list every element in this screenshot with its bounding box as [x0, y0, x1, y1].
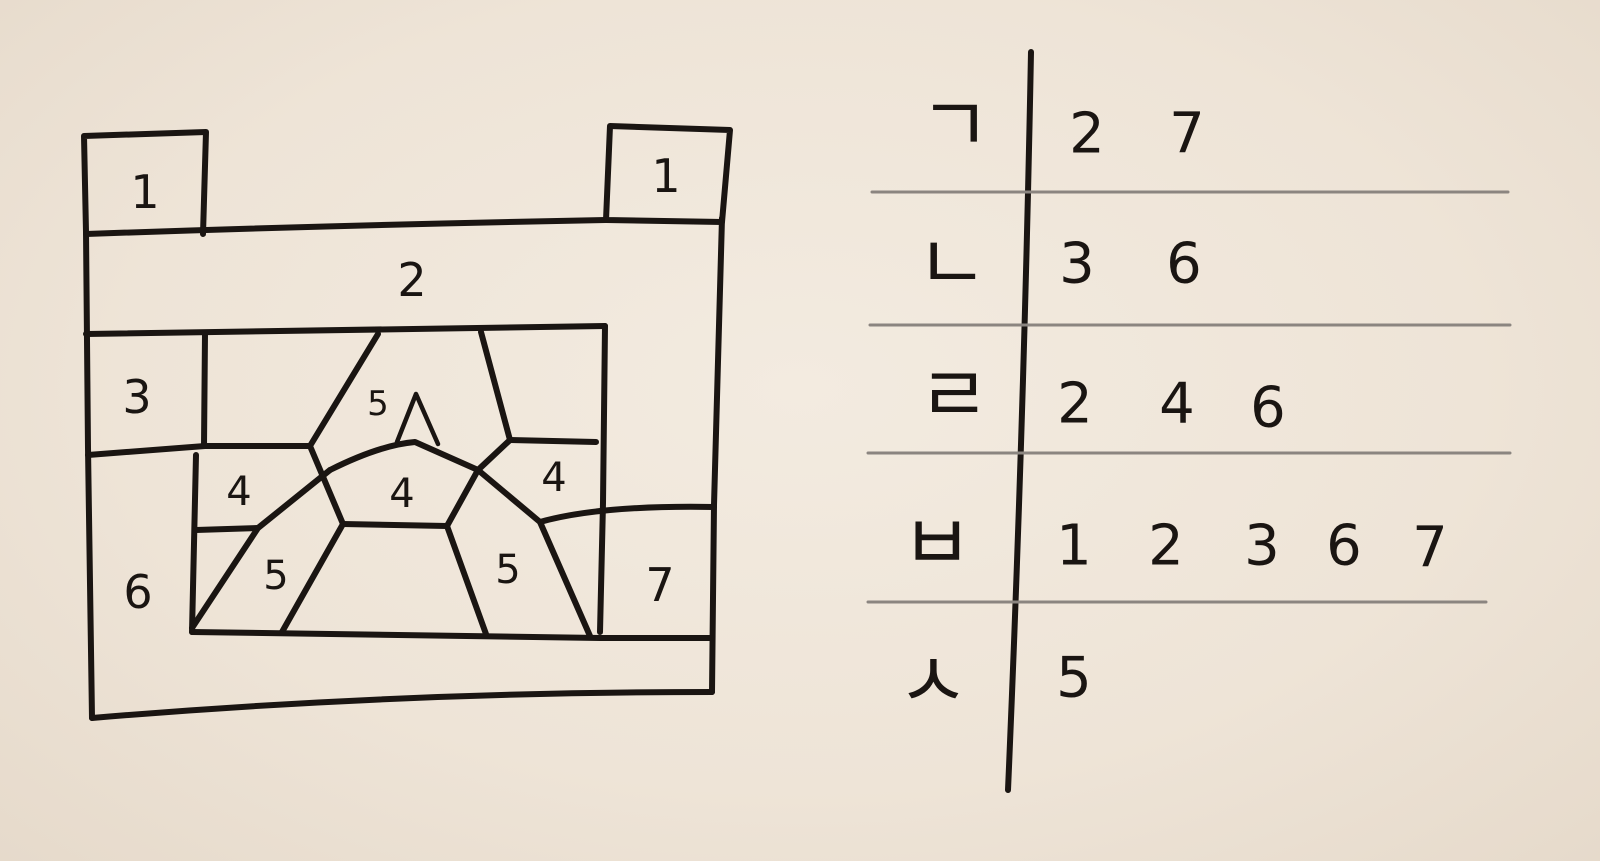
table-row: ㄱ 2 7 [919, 81, 1205, 171]
label-left-lower: 6 [123, 565, 152, 619]
label-left-upper: 3 [122, 370, 151, 424]
frame-left-edge [83, 229, 95, 721]
table-row: ㄴ 3 6 [916, 219, 1202, 309]
label-top-band: 2 [397, 253, 426, 307]
label-tower-left: 1 [130, 165, 159, 219]
a-shape-right-leg [444, 329, 513, 529]
divider-7-top [537, 503, 717, 525]
value-cell: 6 [1250, 376, 1286, 441]
value-cell: 3 [1244, 514, 1280, 579]
label-bottom-right: 5 [495, 547, 520, 593]
table-vertical-divider [1005, 49, 1034, 793]
tower-left-outline [81, 129, 209, 237]
label-right-lower: 7 [645, 558, 674, 612]
small-triangle [394, 391, 441, 447]
inner-left-wall [201, 331, 208, 449]
value-cell: 6 [1326, 514, 1362, 579]
hex-center-top [327, 439, 481, 473]
value-cell: 1 [1056, 514, 1092, 579]
value-cell: 4 [1159, 372, 1195, 437]
consonant-cell: ㅅ [897, 637, 969, 727]
slant-bottom-left [279, 521, 346, 635]
value-cell: 2 [1057, 372, 1093, 437]
table-row: ㅂ 1 2 3 6 7 [901, 499, 1448, 589]
value-cell: 5 [1056, 646, 1092, 711]
value-cell: 6 [1166, 232, 1202, 297]
value-cell: 7 [1169, 102, 1205, 167]
label-tri-top: 5 [367, 384, 389, 424]
consonant-cell: ㄱ [919, 81, 991, 171]
consonant-table: ㄱ 2 7 ㄴ 3 6 ㄹ 2 4 6 ㅂ 1 2 3 6 7 ㅅ [866, 49, 1512, 793]
region-diagram: 1 1 2 3 6 7 5 4 4 4 5 5 [81, 123, 733, 721]
inner-box-bottom [189, 629, 715, 641]
band-bottom-edge [83, 323, 608, 337]
label-hex-center: 4 [389, 471, 414, 517]
value-cell: 7 [1412, 516, 1448, 581]
value-cell: 2 [1069, 102, 1105, 167]
label-hex-right: 4 [541, 455, 566, 501]
label-tower-right: 1 [651, 149, 680, 203]
consonant-cell: ㄴ [916, 219, 988, 309]
consonant-cell: ㄹ [918, 351, 990, 441]
tower-right-outline [603, 123, 733, 225]
a-shape-left-leg [307, 331, 381, 527]
hex-center-bottom [340, 521, 450, 529]
frame-right-edge [709, 215, 725, 695]
inner-right-wall [597, 323, 608, 635]
hex-right-outline [507, 437, 599, 445]
hex-left-divider [193, 525, 261, 533]
value-cell: 2 [1148, 514, 1184, 579]
consonant-cell: ㅂ [901, 499, 973, 589]
diag-right-lower [475, 467, 593, 639]
band-top-edge [83, 217, 609, 237]
value-cell: 3 [1059, 232, 1095, 297]
inner-box-left [189, 452, 199, 635]
frame-bottom-edge [89, 689, 715, 721]
table-row: ㄹ 2 4 6 [918, 351, 1286, 441]
diag-left-lower [189, 467, 333, 631]
label-bottom-left: 5 [263, 553, 288, 599]
divider-3-6 [85, 443, 313, 458]
table-row: ㅅ 5 [897, 637, 1092, 727]
slant-bottom-right [444, 523, 489, 637]
label-hex-left: 4 [226, 469, 251, 515]
